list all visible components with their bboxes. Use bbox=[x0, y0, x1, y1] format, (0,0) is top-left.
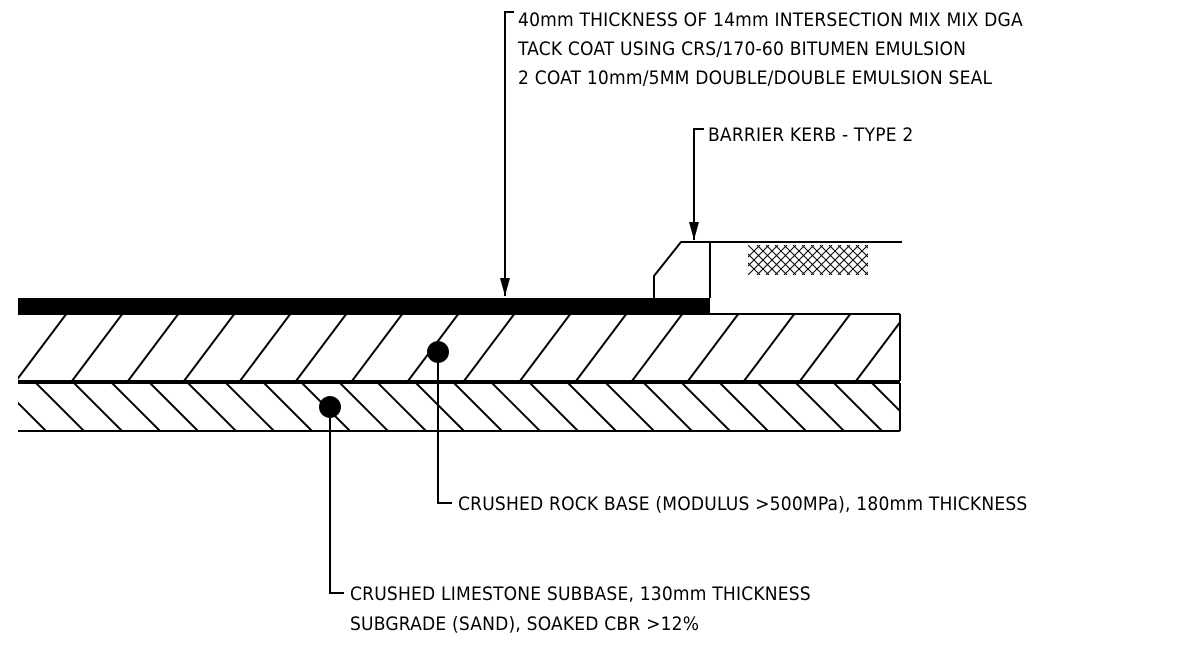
subbase-hatch-line bbox=[833, 383, 883, 431]
base-hatch-line bbox=[855, 320, 900, 381]
soil-hatch-line bbox=[748, 245, 779, 275]
soil-hatch-line bbox=[864, 245, 868, 249]
base-hatch-line bbox=[575, 314, 628, 381]
soil-hatch-line bbox=[883, 245, 913, 275]
base-hatch-line bbox=[295, 314, 348, 381]
subbase-hatch-line bbox=[0, 383, 8, 431]
soil-hatch-line bbox=[837, 245, 868, 275]
soil-hatch-line bbox=[792, 245, 824, 275]
soil-hatch-line bbox=[846, 245, 868, 267]
soil-hatch-line bbox=[774, 245, 806, 275]
base-hatch-line bbox=[519, 314, 572, 381]
asphalt-surface-layer bbox=[18, 298, 710, 314]
subbase-hatch-line bbox=[719, 383, 769, 431]
subbase-hatch-line bbox=[149, 383, 199, 431]
base-hatch-line bbox=[0, 314, 10, 381]
soil-hatch-line bbox=[765, 245, 797, 275]
subbase-hatch-line bbox=[225, 383, 275, 431]
base-course-layer bbox=[0, 313, 962, 382]
base-hatch-line bbox=[799, 314, 852, 381]
subbase-hatch-line bbox=[567, 383, 617, 431]
base-hatch-line bbox=[351, 314, 404, 381]
soil-hatch-line bbox=[748, 262, 761, 275]
kerb-note: BARRIER KERB - TYPE 2 bbox=[708, 124, 913, 146]
subbase-hatch-line bbox=[111, 383, 161, 431]
base-note-leader bbox=[427, 341, 452, 504]
subbase-hatch-line bbox=[795, 383, 845, 431]
surface-note-leader bbox=[500, 11, 514, 296]
subbase-hatch-line bbox=[910, 383, 958, 431]
base-hatch-line bbox=[687, 314, 740, 381]
subbase-hatch-line bbox=[491, 383, 541, 431]
surface-note-line-3: 2 COAT 10mm/5MM DOUBLE/DOUBLE EMULSION S… bbox=[518, 67, 992, 89]
subbase-hatch-line bbox=[263, 383, 313, 431]
base-hatch-line bbox=[912, 314, 962, 381]
soil-hatch-line bbox=[748, 245, 761, 258]
base-hatch-line bbox=[18, 314, 68, 380]
subbase-hatch-line bbox=[453, 383, 503, 431]
soil-hatch-line bbox=[828, 245, 860, 275]
soil-hatch-line bbox=[855, 262, 868, 275]
subbase-hatch-line bbox=[18, 401, 47, 431]
barrier-kerb bbox=[653, 241, 711, 298]
subbase-hatch-line bbox=[187, 383, 237, 431]
subbase-hatch-line bbox=[529, 383, 579, 431]
base-hatch-line bbox=[239, 314, 292, 381]
soil-hatch-line bbox=[874, 245, 904, 275]
soil-hatch-line bbox=[801, 245, 833, 275]
subbase-hatch-line bbox=[757, 383, 807, 431]
surface-note-line-1: 40mm THICKNESS OF 14mm INTERSECTION MIX … bbox=[518, 9, 1023, 31]
subbase-hatch-line bbox=[35, 383, 85, 431]
base-note: CRUSHED ROCK BASE (MODULUS >500MPa), 180… bbox=[458, 493, 1027, 515]
base-hatch-line bbox=[71, 314, 124, 381]
subbase-hatch-line bbox=[681, 383, 731, 431]
soil-hatch-line bbox=[855, 245, 868, 258]
subbase-hatch-line bbox=[643, 383, 693, 431]
soil-hatch-line bbox=[783, 245, 815, 275]
soil-hatch-line bbox=[756, 245, 788, 275]
subbase-hatch-line bbox=[871, 383, 900, 413]
soil-hatch-line bbox=[819, 245, 851, 275]
subbase-hatch-line bbox=[73, 383, 123, 431]
subbase-layer bbox=[0, 382, 958, 432]
subbase-hatch-line bbox=[415, 383, 465, 431]
soil-hatch-line bbox=[864, 271, 868, 275]
base-hatch-line bbox=[631, 314, 684, 381]
soil-hatch-line bbox=[810, 245, 842, 275]
soil-hatch-line bbox=[748, 253, 770, 275]
kerb-note-leader bbox=[689, 128, 704, 240]
subbase-hatch-line bbox=[339, 383, 389, 431]
subbase-note-line-1: CRUSHED LIMESTONE SUBBASE, 130mm THICKNE… bbox=[350, 583, 811, 605]
soil-hatch-line bbox=[883, 245, 913, 275]
surface-note-line-2: TACK COAT USING CRS/170-60 BITUMEN EMULS… bbox=[517, 38, 966, 60]
base-hatch-line bbox=[463, 314, 516, 381]
soil-hatch-line bbox=[874, 245, 904, 275]
subbase-hatch-line bbox=[377, 383, 427, 431]
subbase-note-line-2: SUBGRADE (SAND), SOAKED CBR >12% bbox=[350, 613, 699, 635]
subbase-note-leader bbox=[319, 396, 344, 594]
natural-ground-hatch bbox=[748, 245, 913, 275]
base-hatch-line bbox=[743, 314, 796, 381]
base-hatch-line bbox=[183, 314, 236, 381]
subbase-hatch-line bbox=[605, 383, 655, 431]
base-hatch-line bbox=[127, 314, 180, 381]
